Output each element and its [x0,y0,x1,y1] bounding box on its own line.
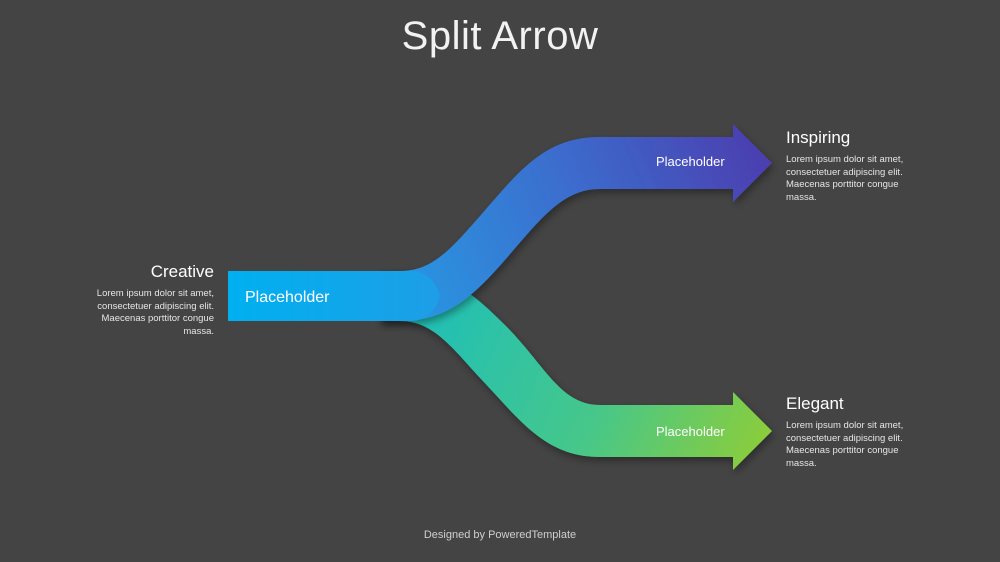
top-branch-arrow [380,124,772,321]
stem-label: Placeholder [245,289,330,306]
elegant-heading: Elegant [786,394,844,413]
elegant-body-line: Lorem ipsum dolor sit amet, [786,420,904,431]
inspiring-body-line: massa. [786,191,817,203]
creative-body-line: Lorem ipsum dolor sit amet, [96,288,214,299]
creative-heading: Creative [150,262,214,281]
creative-text-block: Creative Lorem ipsum dolor sit amet, con… [24,262,214,338]
inspiring-body: Lorem ipsum dolor sit amet, consectetuer… [786,154,976,204]
inspiring-heading: Inspiring [786,128,851,147]
elegant-body: Lorem ipsum dolor sit amet, consectetuer… [786,420,976,470]
creative-body-line: consectetuer adipiscing elit. [97,300,214,312]
footer-credit: Designed by PoweredTemplate [423,529,577,541]
elegant-text-block: Elegant Lorem ipsum dolor sit amet, cons… [786,394,976,470]
inspiring-body-line: Lorem ipsum dolor sit amet, [786,154,904,165]
elegant-body-line: consectetuer adipiscing elit. [786,432,903,444]
page-title: Split Arrow [401,14,599,58]
inspiring-body-line: Maecenas porttitor congue [786,179,899,190]
creative-body: Lorem ipsum dolor sit amet, consectetuer… [24,288,214,338]
top-branch-label: Placeholder [656,154,725,169]
elegant-body-line: Maecenas porttitor congue [786,445,899,456]
creative-body-line: Maecenas porttitor congue [101,313,214,324]
creative-body-line: massa. [183,325,214,337]
bottom-branch-arrow [380,271,772,470]
inspiring-text-block: Inspiring Lorem ipsum dolor sit amet, co… [786,128,976,204]
stem-arrow-body [228,271,440,321]
bottom-branch-label: Placeholder [656,424,725,439]
elegant-body-line: massa. [786,457,817,469]
inspiring-body-line: consectetuer adipiscing elit. [786,166,903,178]
